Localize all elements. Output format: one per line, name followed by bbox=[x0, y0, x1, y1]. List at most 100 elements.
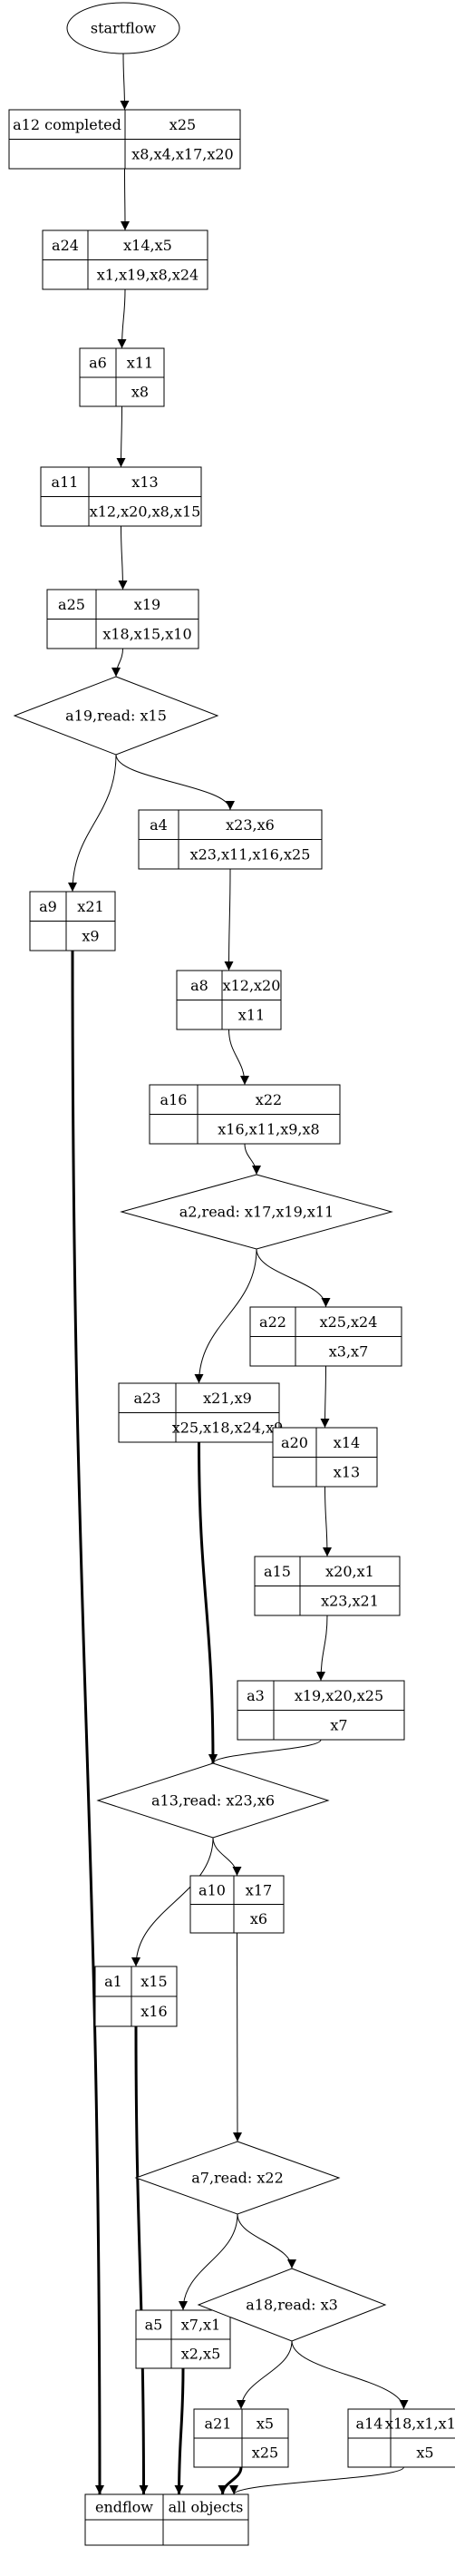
activity-a21: a21 x5 x25 bbox=[193, 2408, 289, 2468]
decision-a13: a13,read: x23,x6 bbox=[96, 1762, 330, 1839]
activity-a10: a10 x17 x6 bbox=[189, 1875, 285, 1934]
edge-a10-to-a7 bbox=[232, 1932, 242, 2142]
activity-a21-reads: x25 bbox=[252, 2444, 278, 2462]
edge-a13-to-a1 bbox=[131, 1837, 214, 1967]
edge-a4-to-a8 bbox=[224, 868, 234, 971]
edges bbox=[68, 53, 409, 2495]
activity-a16-writes: x22 bbox=[256, 1091, 282, 1108]
activity-a25-writes: x19 bbox=[134, 596, 160, 613]
activity-a5-writes: x7,x1 bbox=[181, 2317, 221, 2334]
edge-a3-to-a13 bbox=[208, 1739, 322, 1764]
decision-a2-diamond bbox=[120, 1174, 393, 1250]
edge-a19-to-a9 bbox=[68, 754, 117, 893]
activity-a8-reads: x11 bbox=[238, 1006, 265, 1023]
activity-a3-reads: x7 bbox=[330, 1716, 347, 1733]
activity-a23-reads: x25,x18,x24,x9 bbox=[172, 1419, 284, 1436]
activity-a21-label: a21 bbox=[205, 2415, 232, 2433]
edge-a8-to-a16 bbox=[228, 1029, 249, 1086]
activity-a8-writes: x12,x20 bbox=[223, 977, 281, 994]
decision-a19-label: a19,read: x15 bbox=[65, 707, 167, 725]
edge-a19-to-a4 bbox=[115, 754, 235, 811]
activity-a6-label: a6 bbox=[89, 355, 107, 372]
activity-a22-writes: x25,x24 bbox=[320, 1313, 378, 1331]
activity-a12-reads: x8,x4,x17,x20 bbox=[131, 145, 233, 162]
edge-a2-to-a23 bbox=[194, 1248, 257, 1384]
activity-a9-label: a9 bbox=[39, 898, 57, 915]
edge-a1-to-end bbox=[134, 2025, 149, 2495]
activity-a10-writes: x17 bbox=[246, 1881, 272, 1898]
edge-a9-to-end bbox=[71, 950, 104, 2495]
node-end: endflow all objects bbox=[84, 2493, 249, 2546]
node-end-label: endflow bbox=[95, 2499, 153, 2516]
activity-a21-writes: x5 bbox=[257, 2415, 274, 2433]
edge-a7-to-a5 bbox=[179, 2213, 238, 2311]
activity-a20-writes: x14 bbox=[334, 1434, 360, 1451]
decision-a2-label: a2,read: x17,x19,x11 bbox=[179, 1204, 334, 1221]
edge-a25-to-a19 bbox=[111, 648, 123, 678]
activity-a22: a22 x25,x24 x3,x7 bbox=[249, 1306, 402, 1367]
activity-a10-reads: x6 bbox=[250, 1910, 267, 1927]
activity-a4-reads: x23,x11,x16,x25 bbox=[190, 845, 311, 863]
activity-a4-label: a4 bbox=[150, 816, 168, 834]
activity-a22-label: a22 bbox=[259, 1313, 286, 1331]
decision-a18-label: a18,read: x3 bbox=[246, 2297, 338, 2314]
activity-a6-reads: x8 bbox=[131, 384, 149, 401]
edge-a12-to-a24 bbox=[120, 168, 130, 231]
activity-a25-reads: x18,x15,x10 bbox=[102, 625, 191, 642]
decision-a19-diamond bbox=[13, 676, 219, 756]
activity-a9: a9 x21 x9 bbox=[29, 891, 116, 951]
activity-a5-label: a5 bbox=[145, 2317, 163, 2334]
node-start: startflow bbox=[66, 2, 180, 54]
decision-a19: a19,read: x15 bbox=[13, 676, 219, 756]
node-end-writes: all objects bbox=[169, 2499, 244, 2516]
start-label: startflow bbox=[91, 20, 157, 37]
edge-a11-to-a25 bbox=[118, 525, 128, 590]
activity-a20-label: a20 bbox=[281, 1434, 308, 1451]
activity-a9-reads: x9 bbox=[82, 927, 99, 944]
activity-a24-writes: x14,x5 bbox=[123, 237, 172, 254]
edge-a24-to-a6 bbox=[117, 288, 127, 349]
decision-a13-label: a13,read: x23,x6 bbox=[151, 1792, 275, 1810]
edge-a14-to-end bbox=[229, 2466, 404, 2495]
edge-start-to-a12 bbox=[120, 53, 130, 111]
activity-a14-writes: x18,x1,x17 bbox=[385, 2415, 455, 2433]
activity-a4-writes: x23,x6 bbox=[226, 816, 275, 834]
activity-a14-reads: x5 bbox=[416, 2444, 433, 2462]
activity-a16-label: a16 bbox=[160, 1091, 188, 1108]
activity-a14-label: a14 bbox=[356, 2415, 383, 2433]
activity-a5: a5 x7,x1 x2,x5 bbox=[135, 2309, 231, 2369]
activity-a6-writes: x11 bbox=[127, 355, 153, 372]
activity-a6: a6 x11 x8 bbox=[79, 347, 165, 407]
activity-a15-writes: x20,x1 bbox=[325, 1563, 374, 1580]
activity-a22-reads: x3,x7 bbox=[329, 1342, 369, 1360]
edge-a5-to-end bbox=[174, 2367, 185, 2495]
activity-a10-label: a10 bbox=[198, 1881, 226, 1898]
activity-a8-label: a8 bbox=[190, 977, 208, 994]
activity-a23-label: a23 bbox=[134, 1390, 161, 1407]
activity-a11-reads: x12,x20,x8,x15 bbox=[90, 503, 201, 520]
activity-a12-writes: x25 bbox=[169, 116, 196, 133]
activity-a9-writes: x21 bbox=[77, 898, 103, 915]
edge-a20-to-a15 bbox=[322, 1486, 332, 1557]
edge-a13-to-a10 bbox=[212, 1837, 242, 1877]
decision-a7: a7,read: x22 bbox=[134, 2141, 341, 2215]
edge-a2-to-a22 bbox=[256, 1248, 331, 1308]
activity-a24-label: a24 bbox=[52, 237, 79, 254]
activity-a5-reads: x2,x5 bbox=[181, 2346, 221, 2363]
edge-a16-to-a2 bbox=[244, 1143, 261, 1176]
activity-a1-label: a1 bbox=[104, 1973, 122, 1990]
activity-a1-reads: x16 bbox=[140, 2003, 167, 2020]
decision-a7-diamond bbox=[134, 2141, 341, 2215]
decision-a13-diamond bbox=[96, 1762, 330, 1839]
edge-a22-to-a20 bbox=[320, 1365, 330, 1429]
